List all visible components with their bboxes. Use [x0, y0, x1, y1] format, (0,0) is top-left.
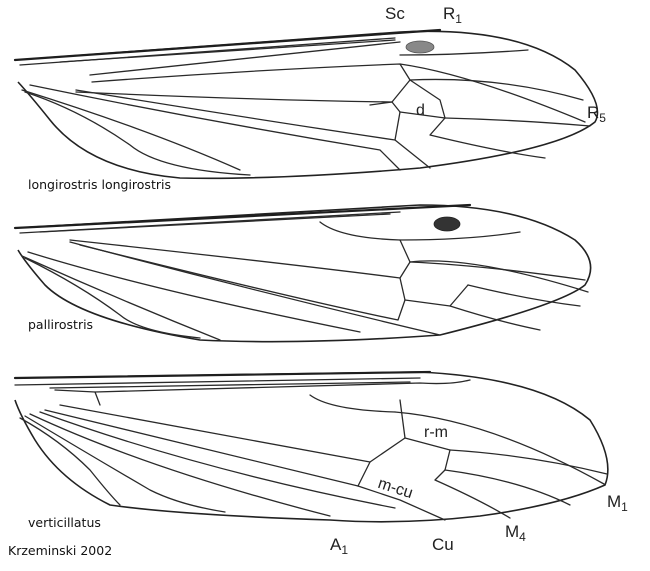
wing-pallirostris: [13, 203, 592, 343]
figure-credit: Krzeminski 2002: [8, 543, 113, 558]
vein-label-a1: A1: [330, 535, 348, 557]
vein-label-r1-sub: 1: [455, 12, 462, 26]
vein-label-m1: M1: [607, 492, 628, 514]
stigma-icon: [433, 216, 461, 232]
species-label-longirostris: longirostris longirostris: [28, 177, 171, 192]
vein-label-sc: Sc: [385, 4, 405, 23]
wing-verticillatus: [13, 370, 609, 523]
vein-label-a1-base: A: [330, 535, 342, 554]
stigma-icon: [405, 40, 435, 54]
vein-label-r5-sub: 5: [599, 111, 606, 125]
vein-label-a1-sub: 1: [341, 543, 349, 557]
vein-label-m4: M4: [505, 522, 526, 544]
crossvein-label-rm: r-m: [424, 424, 448, 441]
vein-label-m1-base: M: [607, 492, 622, 511]
vein-label-r5: R5: [587, 103, 606, 125]
vein-label-m4-base: M: [505, 522, 520, 541]
vein-label-r1-base: R: [443, 4, 456, 23]
vein-label-r5-base: R: [587, 103, 600, 122]
species-label-verticillatus: verticillatus: [28, 515, 101, 530]
species-label-pallirostris: pallirostris: [28, 317, 94, 332]
vein-label-r1: R1: [443, 4, 462, 26]
vein-label-cu: Cu: [432, 535, 454, 554]
vein-label-m1-sub: 1: [621, 500, 628, 514]
wing-longirostris: [13, 28, 599, 180]
cell-label-d: d: [416, 102, 425, 119]
vein-label-m4-sub: 4: [519, 530, 526, 544]
